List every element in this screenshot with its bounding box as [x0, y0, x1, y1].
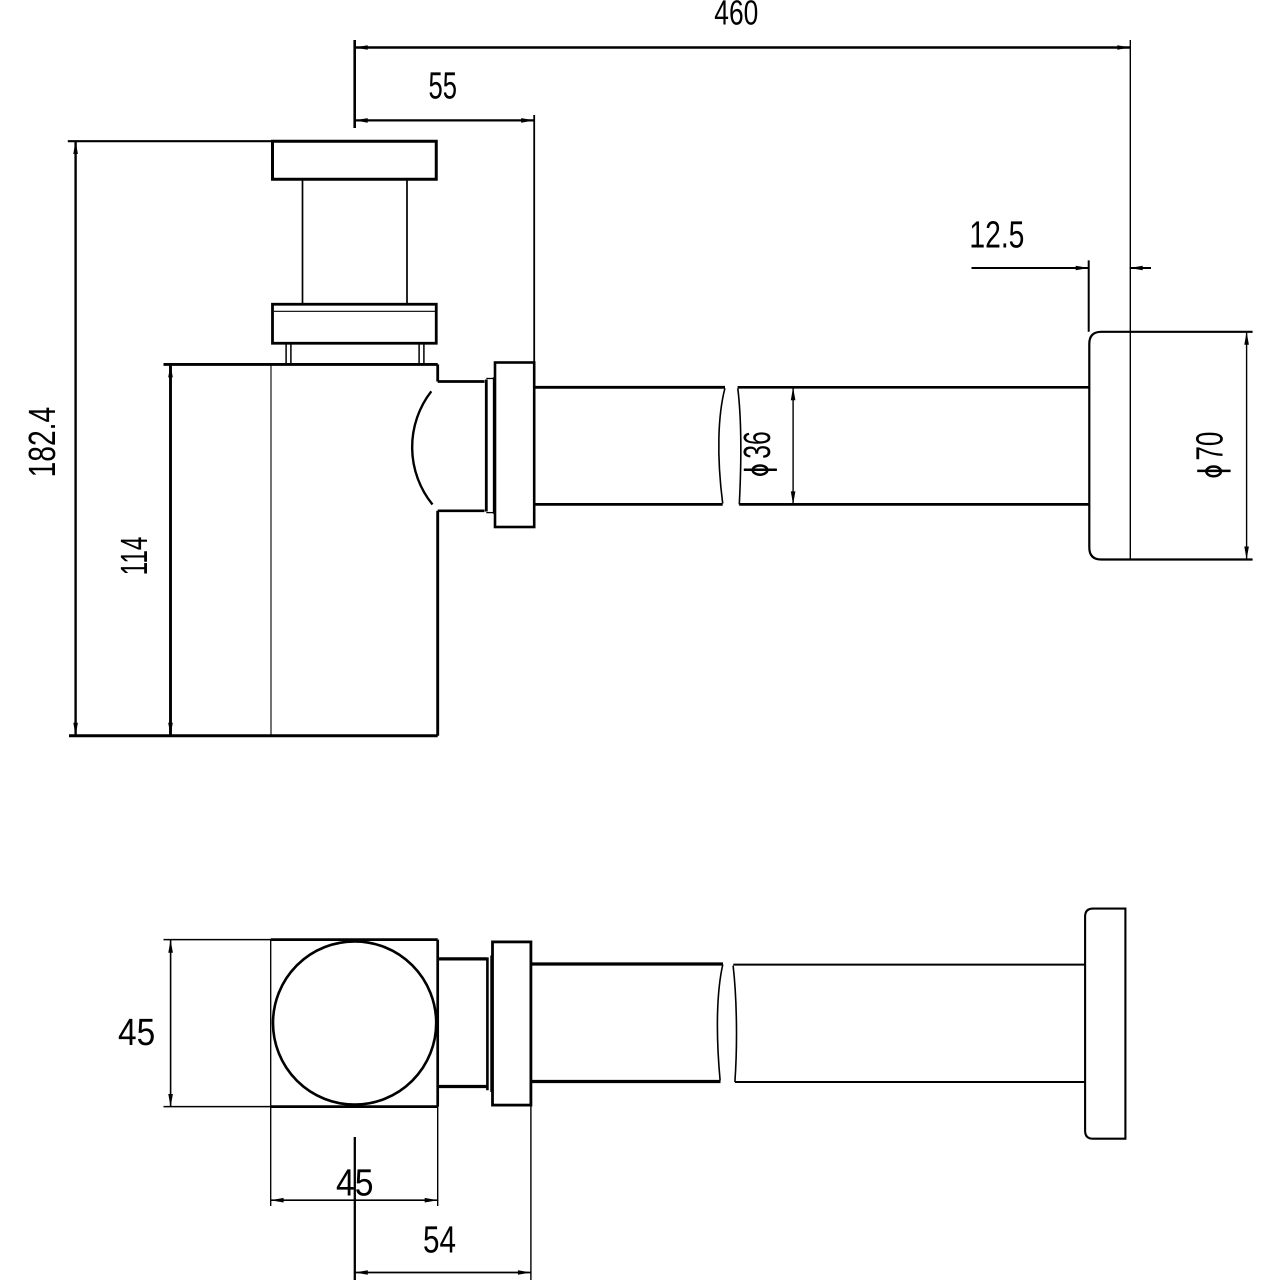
svg-text:45: 45 — [336, 1162, 374, 1204]
svg-text:36: 36 — [737, 431, 779, 459]
svg-text:55: 55 — [429, 66, 458, 108]
svg-text:12.5: 12.5 — [969, 214, 1024, 256]
svg-text:182.4: 182.4 — [22, 407, 64, 478]
svg-text:54: 54 — [423, 1219, 456, 1261]
svg-text:70: 70 — [1190, 432, 1232, 461]
svg-text:45: 45 — [118, 1012, 155, 1054]
svg-text:460: 460 — [714, 0, 758, 32]
svg-text:114: 114 — [114, 537, 156, 576]
